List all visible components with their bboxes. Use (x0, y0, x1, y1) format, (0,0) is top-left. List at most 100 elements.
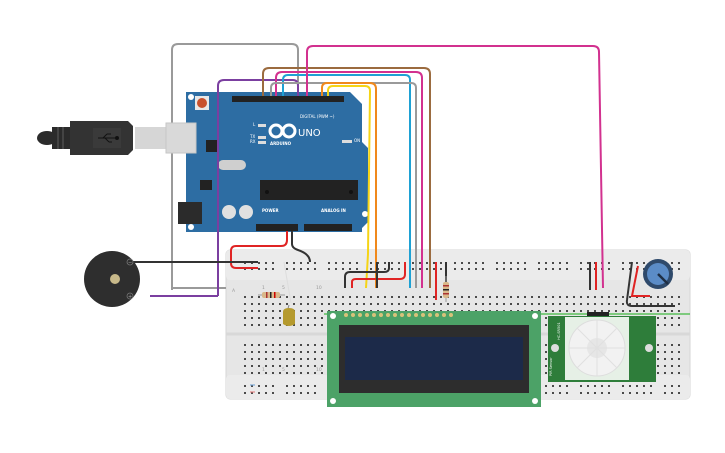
breadboard-hole[interactable] (314, 303, 316, 305)
breadboard-hole[interactable] (335, 262, 337, 264)
breadboard-hole[interactable] (650, 310, 652, 312)
breadboard-hole[interactable] (671, 372, 673, 374)
breadboard-hole[interactable] (300, 344, 302, 346)
breadboard-hole[interactable] (258, 358, 260, 360)
magenta-wire-lcd[interactable] (275, 71, 423, 288)
breadboard-hole[interactable] (265, 392, 267, 394)
breadboard-hole[interactable] (419, 262, 421, 264)
breadboard-hole[interactable] (559, 310, 561, 312)
breadboard-hole[interactable] (454, 262, 456, 264)
breadboard-hole[interactable] (671, 262, 673, 264)
breadboard-hole[interactable] (517, 296, 519, 298)
breadboard-hole[interactable] (300, 268, 302, 270)
breadboard-hole[interactable] (321, 365, 323, 367)
piezo-buzzer[interactable]: − + (84, 251, 140, 307)
breadboard-hole[interactable] (678, 310, 680, 312)
breadboard-hole[interactable] (601, 310, 603, 312)
breadboard-hole[interactable] (244, 317, 246, 319)
breadboard-hole[interactable] (398, 268, 400, 270)
breadboard-hole[interactable] (391, 268, 393, 270)
breadboard-hole[interactable] (489, 303, 491, 305)
breadboard-hole[interactable] (265, 358, 267, 360)
lcd-pin-db7[interactable] (435, 313, 439, 317)
breadboard-hole[interactable] (258, 385, 260, 387)
breadboard-hole[interactable] (510, 296, 512, 298)
breadboard-hole[interactable] (356, 268, 358, 270)
breadboard-hole[interactable] (552, 268, 554, 270)
breadboard-hole[interactable] (664, 303, 666, 305)
breadboard-hole[interactable] (265, 310, 267, 312)
breadboard-hole[interactable] (587, 268, 589, 270)
breadboard-hole[interactable] (293, 303, 295, 305)
breadboard-hole[interactable] (573, 303, 575, 305)
breadboard-hole[interactable] (664, 351, 666, 353)
breadboard-hole[interactable] (314, 262, 316, 264)
breadboard-hole[interactable] (671, 392, 673, 394)
breadboard-hole[interactable] (657, 344, 659, 346)
breadboard-hole[interactable] (489, 296, 491, 298)
breadboard-hole[interactable] (517, 262, 519, 264)
breadboard-hole[interactable] (363, 296, 365, 298)
breadboard-hole[interactable] (293, 268, 295, 270)
breadboard-hole[interactable] (349, 268, 351, 270)
breadboard-hole[interactable] (321, 372, 323, 374)
breadboard-hole[interactable] (342, 268, 344, 270)
breadboard-hole[interactable] (412, 268, 414, 270)
breadboard-hole[interactable] (559, 303, 561, 305)
breadboard-hole[interactable] (608, 392, 610, 394)
breadboard-hole[interactable] (286, 392, 288, 394)
breadboard-hole[interactable] (482, 262, 484, 264)
breadboard-hole[interactable] (342, 296, 344, 298)
breadboard-hole[interactable] (580, 262, 582, 264)
breadboard-hole[interactable] (629, 303, 631, 305)
breadboard-hole[interactable] (615, 310, 617, 312)
breadboard-hole[interactable] (300, 365, 302, 367)
breadboard-hole[interactable] (622, 268, 624, 270)
breadboard-hole[interactable] (496, 268, 498, 270)
breadboard-hole[interactable] (279, 296, 281, 298)
breadboard-hole[interactable] (608, 385, 610, 387)
breadboard-hole[interactable] (608, 262, 610, 264)
breadboard-hole[interactable] (244, 385, 246, 387)
breadboard-hole[interactable] (272, 262, 274, 264)
breadboard-hole[interactable] (545, 303, 547, 305)
breadboard-hole[interactable] (580, 268, 582, 270)
breadboard-hole[interactable] (258, 351, 260, 353)
breadboard-hole[interactable] (524, 303, 526, 305)
breadboard-hole[interactable] (300, 351, 302, 353)
breadboard-hole[interactable] (272, 344, 274, 346)
breadboard-hole[interactable] (251, 372, 253, 374)
breadboard-hole[interactable] (258, 324, 260, 326)
blue-wire[interactable] (282, 74, 411, 288)
breadboard-hole[interactable] (622, 296, 624, 298)
breadboard-hole[interactable] (454, 303, 456, 305)
breadboard-hole[interactable] (678, 303, 680, 305)
breadboard-hole[interactable] (314, 351, 316, 353)
breadboard-hole[interactable] (594, 392, 596, 394)
breadboard-hole[interactable] (510, 303, 512, 305)
breadboard-hole[interactable] (258, 303, 260, 305)
breadboard-hole[interactable] (475, 303, 477, 305)
breadboard-hole[interactable] (587, 392, 589, 394)
breadboard-hole[interactable] (671, 385, 673, 387)
breadboard-hole[interactable] (272, 351, 274, 353)
breadboard-hole[interactable] (671, 365, 673, 367)
breadboard-hole[interactable] (293, 365, 295, 367)
breadboard-hole[interactable] (314, 310, 316, 312)
breadboard-hole[interactable] (321, 351, 323, 353)
breadboard-hole[interactable] (671, 310, 673, 312)
breadboard-hole[interactable] (293, 296, 295, 298)
breadboard-hole[interactable] (587, 385, 589, 387)
breadboard-hole[interactable] (615, 303, 617, 305)
lcd-pin-gnd[interactable] (344, 313, 348, 317)
breadboard-hole[interactable] (545, 310, 547, 312)
breadboard-hole[interactable] (524, 262, 526, 264)
breadboard-hole[interactable] (657, 310, 659, 312)
breadboard-hole[interactable] (678, 365, 680, 367)
breadboard-hole[interactable] (314, 372, 316, 374)
breadboard-hole[interactable] (272, 310, 274, 312)
breadboard-hole[interactable] (678, 385, 680, 387)
breadboard-hole[interactable] (587, 310, 589, 312)
breadboard-hole[interactable] (384, 268, 386, 270)
breadboard-hole[interactable] (272, 385, 274, 387)
